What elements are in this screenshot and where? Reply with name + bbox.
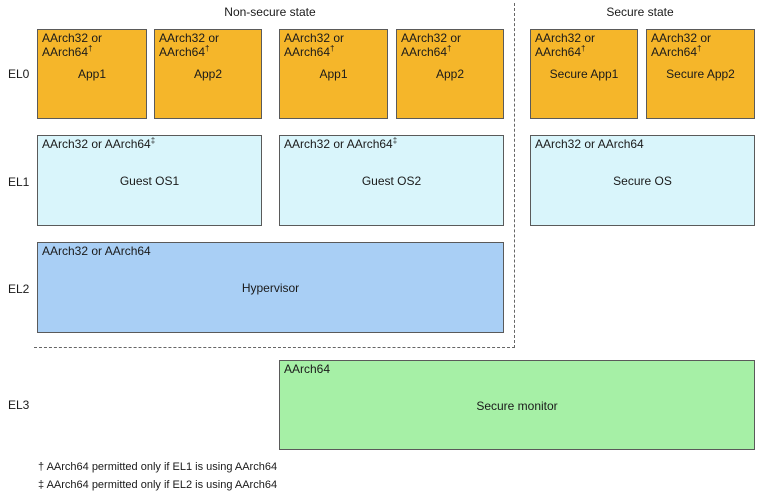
- el0-label: EL0: [8, 67, 30, 81]
- el1-secure-os: AArch32 or AArch64 Secure OS: [530, 135, 755, 226]
- hypervisor-arch-label: AArch32 or AArch64: [42, 244, 151, 258]
- security-divider-horizontal: [34, 347, 515, 348]
- app-arch-label: AArch32 or AArch64†: [651, 31, 712, 59]
- app-arch-label: AArch32 or AArch64†: [42, 31, 103, 59]
- footnote-double-dagger: ‡ AArch64 permitted only if EL2 is using…: [38, 479, 278, 491]
- el2-label: EL2: [8, 282, 30, 296]
- el0-app2-nonsecure-b: AArch32 or AArch64† App2: [396, 29, 504, 119]
- el1-label: EL1: [8, 175, 30, 189]
- el1-guest-os2: AArch32 or AArch64‡ Guest OS2: [279, 135, 504, 226]
- el0-secure-app2: AArch32 or AArch64† Secure App2: [646, 29, 755, 119]
- el0-app1-nonsecure-a: AArch32 or AArch64† App1: [37, 29, 147, 119]
- el0-secure-app1: AArch32 or AArch64† Secure App1: [530, 29, 638, 119]
- os-name: Guest OS2: [361, 174, 422, 188]
- app-arch-label: AArch32 or AArch64†: [159, 31, 220, 59]
- os-arch-label: AArch32 or AArch64‡: [284, 136, 398, 152]
- app-name: App2: [435, 67, 465, 81]
- os-name: Secure OS: [613, 174, 672, 188]
- app-arch-label: AArch32 or AArch64†: [401, 31, 462, 59]
- hypervisor-name: Hypervisor: [241, 281, 300, 295]
- el3-secure-monitor: AArch64 Secure monitor: [279, 360, 755, 450]
- os-arch-label: AArch32 or AArch64: [535, 137, 644, 151]
- footnote-dagger: † AArch64 permitted only if EL1 is using…: [38, 461, 278, 473]
- app-name: App2: [193, 67, 223, 81]
- app-arch-label: AArch32 or AArch64†: [535, 31, 596, 59]
- el2-hypervisor: AArch32 or AArch64 Hypervisor: [37, 242, 504, 333]
- el0-app2-nonsecure-a: AArch32 or AArch64† App2: [154, 29, 262, 119]
- security-divider-vertical: [514, 3, 515, 348]
- el3-label: EL3: [8, 398, 30, 412]
- app-name: Secure App2: [666, 67, 735, 81]
- app-name: App1: [77, 67, 107, 81]
- el1-guest-os1: AArch32 or AArch64‡ Guest OS1: [37, 135, 262, 226]
- secure-state-title: Secure state: [606, 5, 674, 19]
- el0-app1-nonsecure-b: AArch32 or AArch64† App1: [279, 29, 388, 119]
- app-name: Secure App1: [549, 67, 619, 81]
- monitor-name: Secure monitor: [476, 399, 558, 413]
- nonsecure-state-title: Non-secure state: [224, 5, 316, 19]
- app-arch-label: AArch32 or AArch64†: [284, 31, 345, 59]
- os-name: Guest OS1: [119, 174, 180, 188]
- monitor-arch-label: AArch64: [284, 362, 331, 376]
- app-name: App1: [319, 67, 348, 81]
- os-arch-label: AArch32 or AArch64‡: [42, 136, 156, 152]
